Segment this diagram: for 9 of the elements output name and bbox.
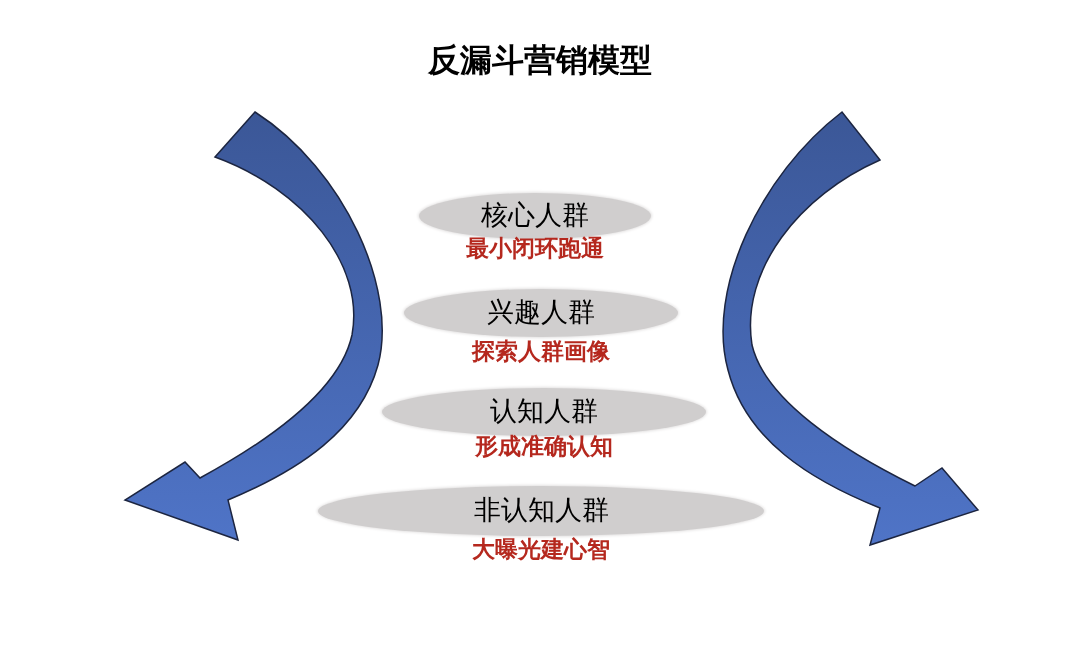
tier-caption: 形成准确认知 <box>475 432 613 460</box>
group-name: 兴趣人群 <box>487 296 595 329</box>
group-name: 非认知人群 <box>473 494 609 527</box>
tier-caption: 大曝光建心智 <box>472 535 610 563</box>
group-name: 核心人群 <box>481 199 589 232</box>
tier-caption: 探索人群画像 <box>472 337 610 365</box>
group-name: 认知人群 <box>490 395 598 428</box>
diagram-title: 反漏斗营销模型 <box>428 40 652 81</box>
tier-caption: 最小闭环跑通 <box>466 234 604 262</box>
